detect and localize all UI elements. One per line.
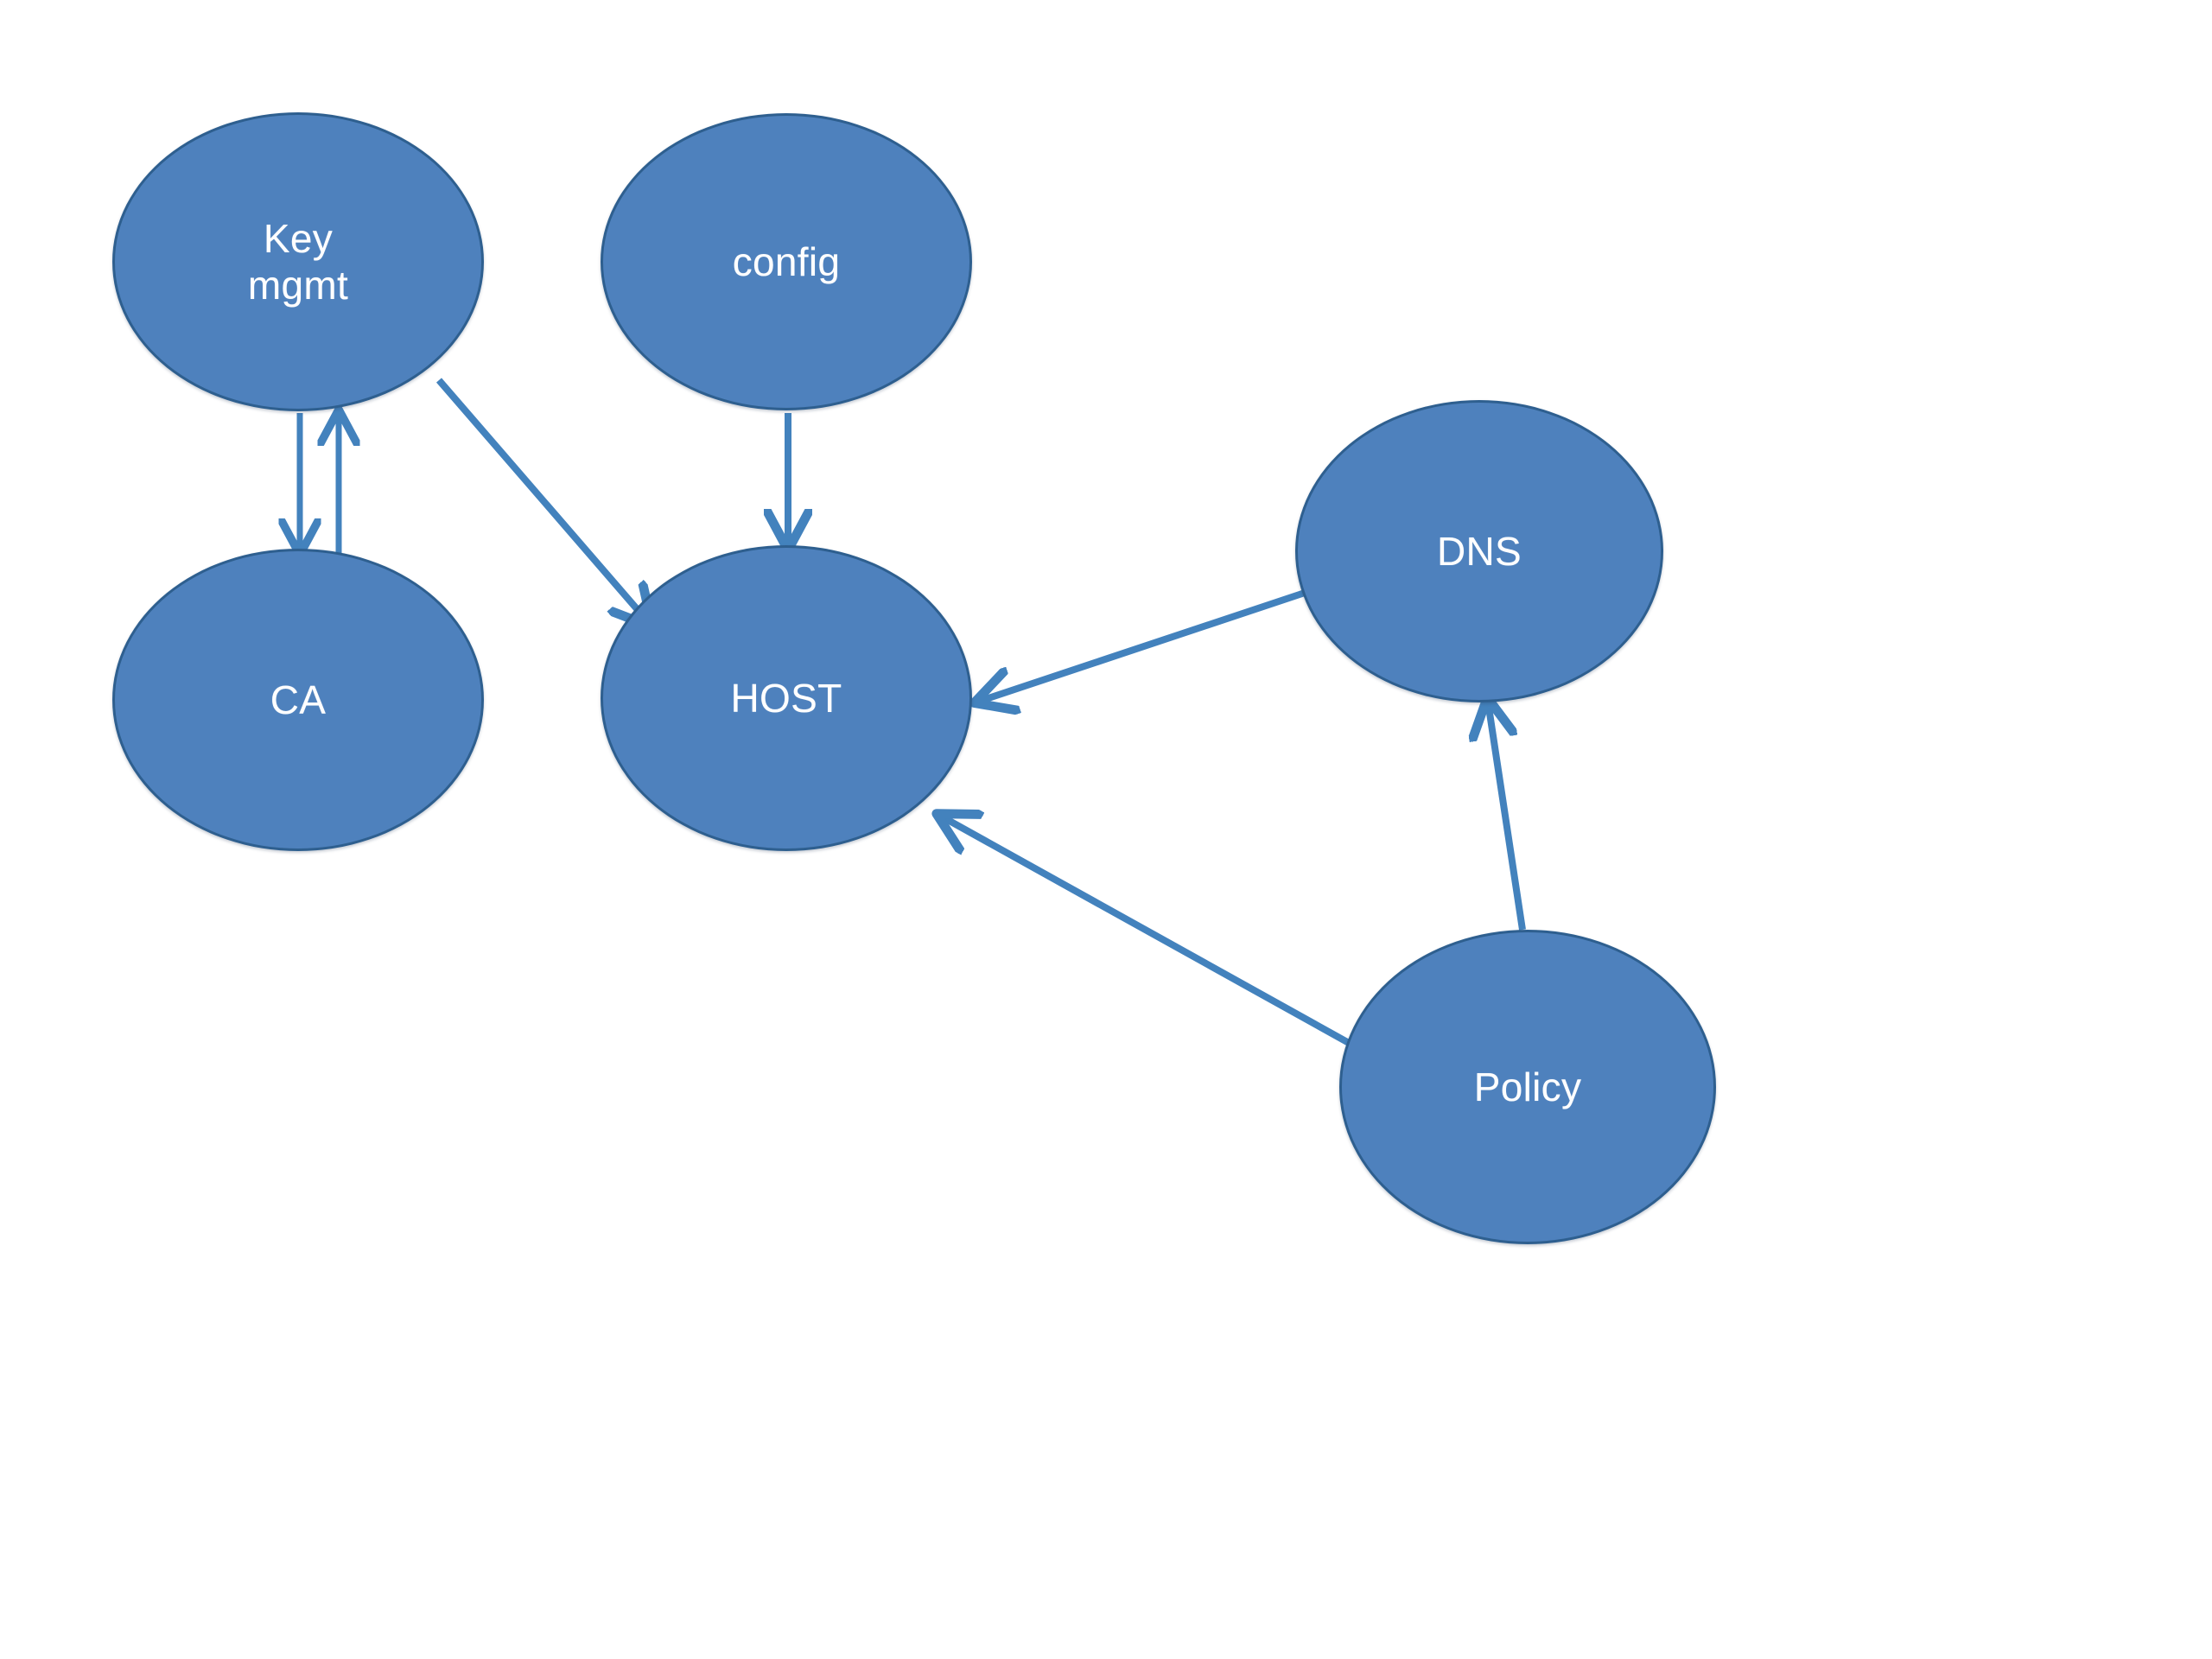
node-policy[interactable]: Policy bbox=[1339, 930, 1716, 1244]
edge-policy-to-host bbox=[940, 816, 1374, 1059]
edge-policy-to-dns bbox=[1488, 702, 1526, 931]
node-key-mgmt[interactable]: Key mgmt bbox=[112, 112, 484, 411]
node-dns-label: DNS bbox=[1436, 528, 1522, 574]
node-key-mgmt-label: Key mgmt bbox=[247, 215, 349, 308]
edge-key-mgmt-to-host bbox=[435, 378, 650, 624]
node-ca[interactable]: CA bbox=[112, 549, 484, 851]
node-config[interactable]: config bbox=[601, 113, 972, 410]
node-ca-label: CA bbox=[270, 677, 327, 722]
node-host[interactable]: HOST bbox=[601, 545, 972, 851]
node-policy-label: Policy bbox=[1473, 1064, 1582, 1109]
node-host-label: HOST bbox=[730, 675, 842, 721]
edge-dns-to-host bbox=[978, 589, 1306, 702]
node-dns[interactable]: DNS bbox=[1295, 400, 1663, 702]
node-config-label: config bbox=[732, 238, 841, 284]
